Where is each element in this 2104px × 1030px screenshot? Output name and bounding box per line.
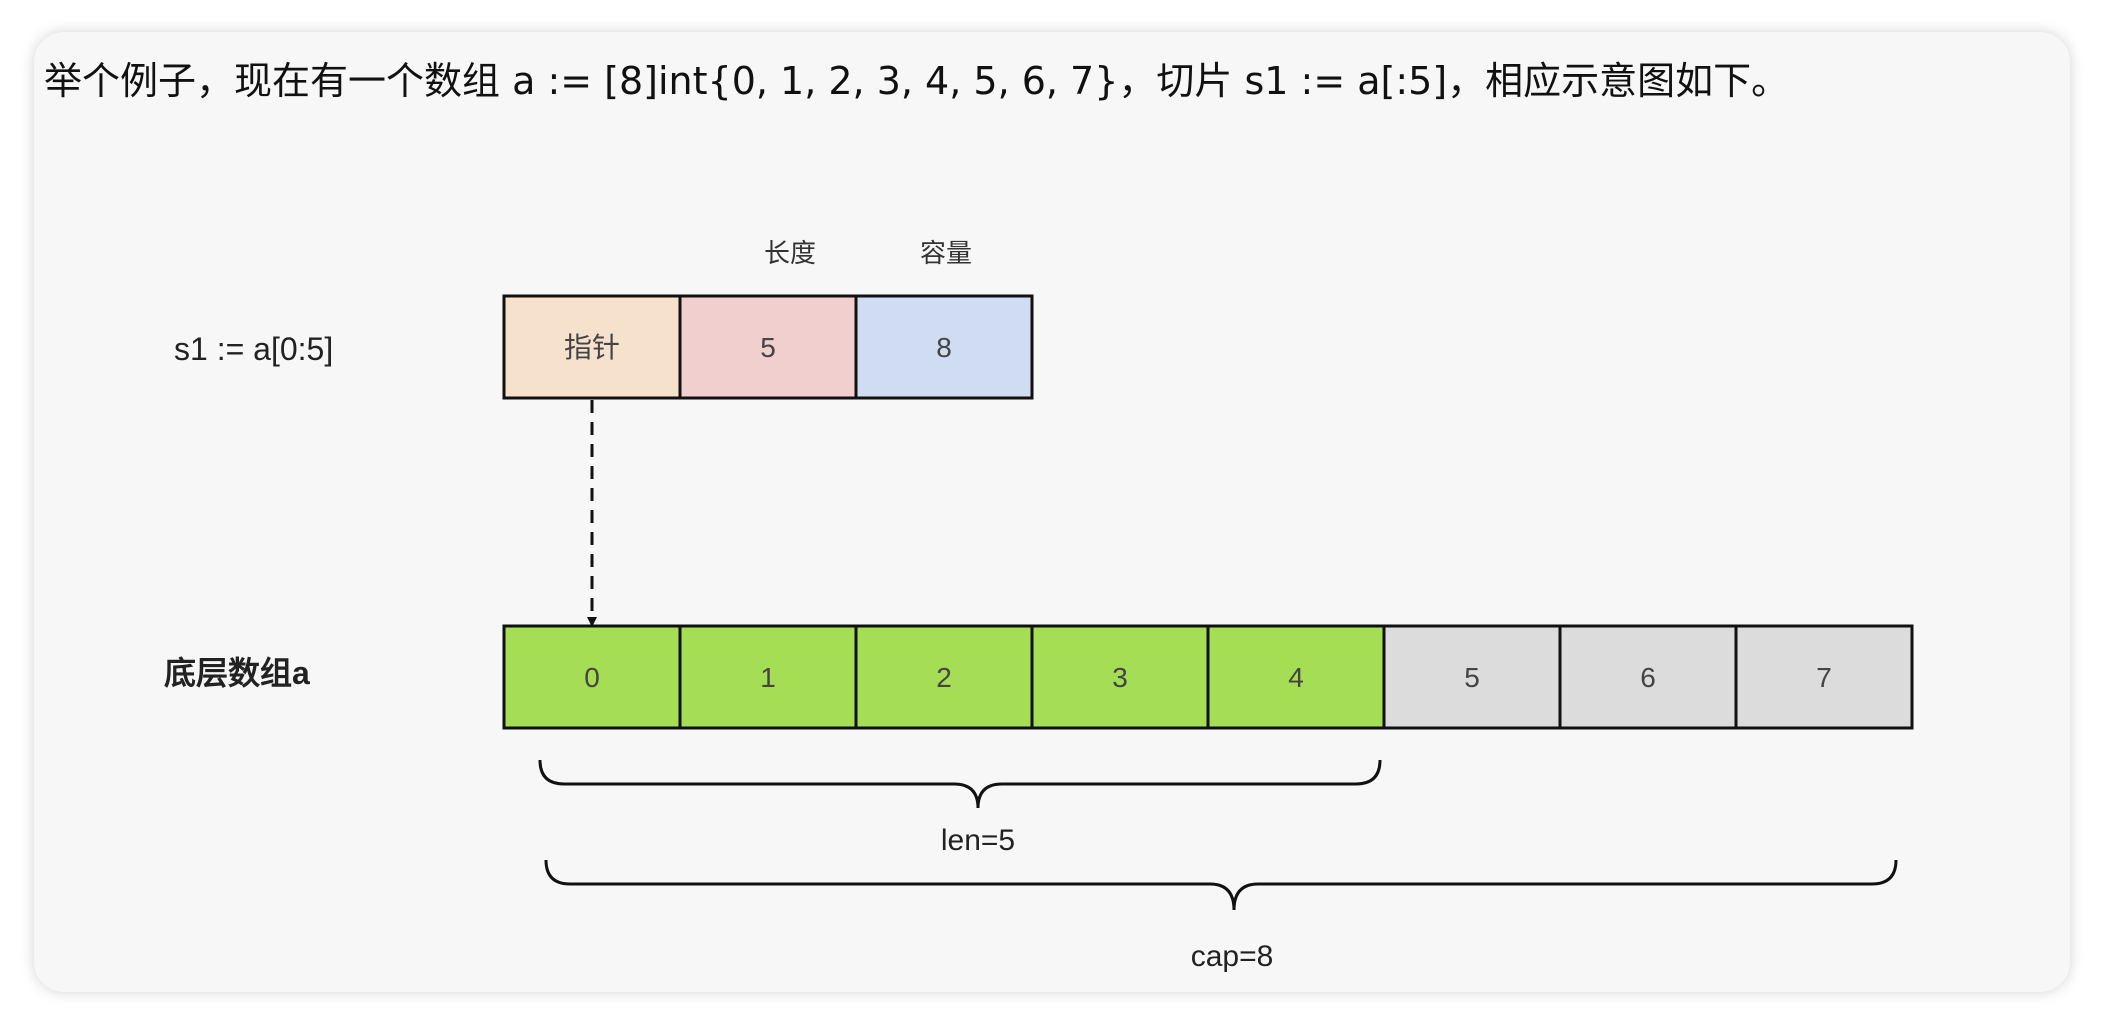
- slice-cell-capacity-text: 8: [936, 332, 952, 363]
- array-cell-3-box: [1030, 624, 1210, 730]
- len-header: 长度: [764, 238, 816, 268]
- array-cell-2-text: 2: [936, 662, 952, 693]
- slice-diagram: s1 := a[0:5] 长度 容量 指针 5 8 底层数组a 0 1 2 3 4 5 6 7 l…: [164, 238, 1914, 973]
- slice-cell-capacity-box: [854, 294, 1034, 400]
- slice-cell-pointer-text: 指针: [564, 332, 620, 363]
- slice-cell-length-box: [678, 294, 858, 400]
- slice-cell-length-text: 5: [760, 332, 776, 363]
- array-cell-6-box: [1558, 624, 1738, 730]
- array-cell-5-text: 5: [1464, 662, 1480, 693]
- array-cell-7-box: [1734, 624, 1914, 730]
- slice-label: s1 := a[0:5]: [174, 331, 333, 367]
- array-cell-1-text: 1: [760, 662, 776, 693]
- underlying-array: 0 1 2 3 4 5 6 7: [502, 624, 1914, 730]
- cap-header: 容量: [920, 238, 972, 268]
- array-cell-3-text: 3: [1112, 662, 1128, 693]
- array-cell-4-box: [1206, 624, 1386, 730]
- cap-label: cap=8: [1191, 940, 1274, 973]
- slice-struct: 指针 5 8: [502, 294, 1034, 400]
- array-cell-0-text: 0: [584, 662, 600, 693]
- diagram-card: 举个例子，现在有一个数组 a := [8]int{0, 1, 2, 3, 4, …: [34, 32, 2070, 992]
- array-cell-4-text: 4: [1288, 662, 1304, 693]
- len-label: len=5: [941, 824, 1015, 857]
- caption-text: 举个例子，现在有一个数组 a := [8]int{0, 1, 2, 3, 4, …: [44, 59, 1790, 103]
- len-brace: [538, 759, 1382, 809]
- slice-cell-pointer-box: [502, 294, 682, 400]
- array-cell-7-text: 7: [1816, 662, 1832, 693]
- array-label: 底层数组a: [164, 655, 310, 691]
- array-cell-6-text: 6: [1640, 662, 1656, 693]
- array-cell-5-box: [1382, 624, 1562, 730]
- cap-brace: [544, 859, 1898, 911]
